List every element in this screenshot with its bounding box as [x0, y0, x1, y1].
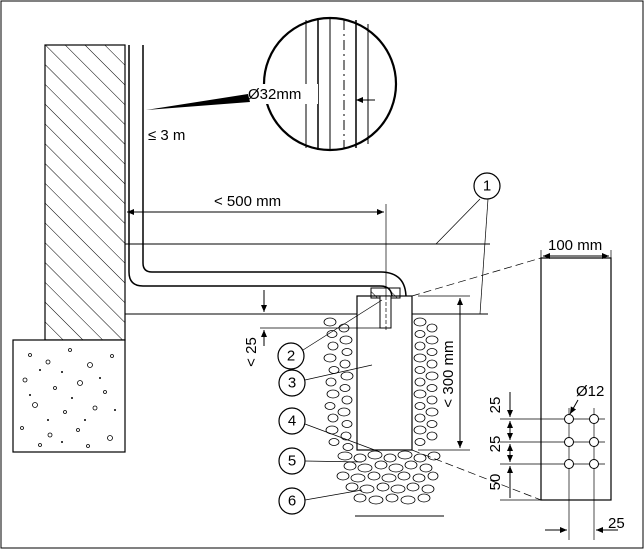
- pipe-detail-magnifier: [246, 16, 398, 152]
- spacing-50-label: 50: [487, 474, 504, 491]
- callout-6: [278, 487, 363, 515]
- hole-diameter-label: Ø12: [576, 383, 604, 400]
- callout-4: [278, 407, 381, 453]
- callout-5: [278, 447, 363, 475]
- pit-depth-dimension: [418, 295, 470, 451]
- callout-3-number: 3: [288, 375, 296, 392]
- pipe-diameter-label: Ø32mm: [248, 86, 301, 103]
- callout-1-number: 1: [483, 178, 491, 195]
- callout-4-number: 4: [288, 413, 296, 430]
- spacing-25-mid-label: 25: [487, 436, 504, 453]
- block-width-label: 100 mm: [548, 237, 602, 254]
- horizontal-distance-label: < 500 mm: [214, 193, 281, 210]
- callout-5-number: 5: [288, 453, 296, 470]
- callout-1: [435, 172, 501, 315]
- foundation-block: [12, 339, 126, 453]
- drain-holes: [500, 399, 605, 540]
- pipe-stub: [379, 295, 392, 329]
- magnifier-leader: [146, 94, 250, 110]
- horizontal-distance-dimension: [124, 204, 387, 300]
- callout-6-number: 6: [288, 493, 296, 510]
- spacing-25-top-label: 25: [487, 397, 504, 414]
- tube-side-view: [540, 257, 612, 501]
- block-width-dimension: [540, 250, 612, 262]
- wall: [44, 44, 126, 341]
- callout-2-number: 2: [287, 348, 295, 365]
- callout-3: [278, 364, 373, 397]
- top-clearance-dimension: [260, 290, 384, 346]
- gravel-fill: [323, 317, 441, 505]
- pit-depth-label: < 300 mm: [440, 340, 457, 407]
- projection-lines: [411, 257, 542, 501]
- spacing-25-bottom-label: 25: [608, 515, 625, 532]
- max-height-label: ≤ 3 m: [148, 127, 185, 144]
- hole-spacing-dimension: [500, 392, 541, 501]
- callout-2: [277, 299, 383, 370]
- top-clearance-label: < 25: [243, 337, 260, 367]
